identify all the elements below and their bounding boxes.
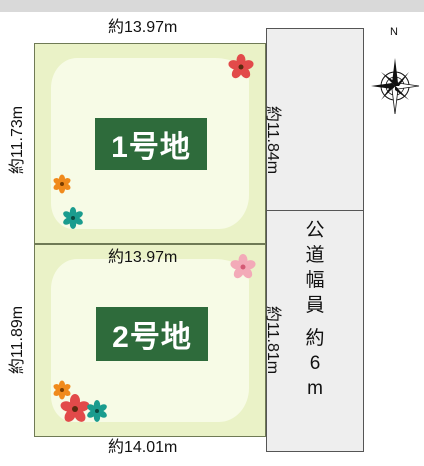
lot-2-bottom-width: 約14.01m bbox=[108, 439, 178, 456]
road-char: 員 bbox=[305, 295, 325, 316]
compass-icon: N bbox=[370, 24, 420, 115]
flower-icon bbox=[87, 400, 107, 422]
flower-icon bbox=[230, 254, 256, 279]
lot-2-label: 2号地 bbox=[96, 307, 208, 361]
lot-2-road-side-depth: 約11.81m bbox=[264, 305, 281, 375]
flower-icon bbox=[60, 394, 90, 422]
flower-icon bbox=[53, 174, 71, 194]
lot-1-road-side-depth: 約11.84m bbox=[264, 105, 281, 175]
public-road bbox=[266, 28, 364, 452]
road-width-label: 公 道 幅 員 約 6 m bbox=[300, 218, 330, 401]
road-char: m bbox=[307, 378, 323, 399]
road-char: 道 bbox=[305, 245, 325, 266]
lot-2-top-width: 約13.97m bbox=[108, 249, 178, 266]
road-char: 公 bbox=[305, 220, 325, 241]
road-char: 6 bbox=[309, 353, 321, 374]
road-char: 約 bbox=[305, 328, 325, 349]
compass-rose-icon bbox=[371, 58, 420, 115]
road-divider-line bbox=[266, 210, 364, 211]
road-char: 幅 bbox=[305, 270, 325, 291]
lot-1-label: 1号地 bbox=[95, 118, 207, 170]
compass-north-letter: N bbox=[390, 26, 398, 38]
flower-icon bbox=[228, 54, 254, 79]
lot-1-top-width: 約13.97m bbox=[108, 19, 178, 36]
top-bar bbox=[0, 0, 424, 12]
flower-icon bbox=[63, 207, 83, 229]
flower-icon bbox=[53, 380, 71, 400]
lot-2-left-depth: 約11.89m bbox=[9, 305, 26, 375]
lot-1-left-depth: 約11.73m bbox=[9, 105, 26, 175]
